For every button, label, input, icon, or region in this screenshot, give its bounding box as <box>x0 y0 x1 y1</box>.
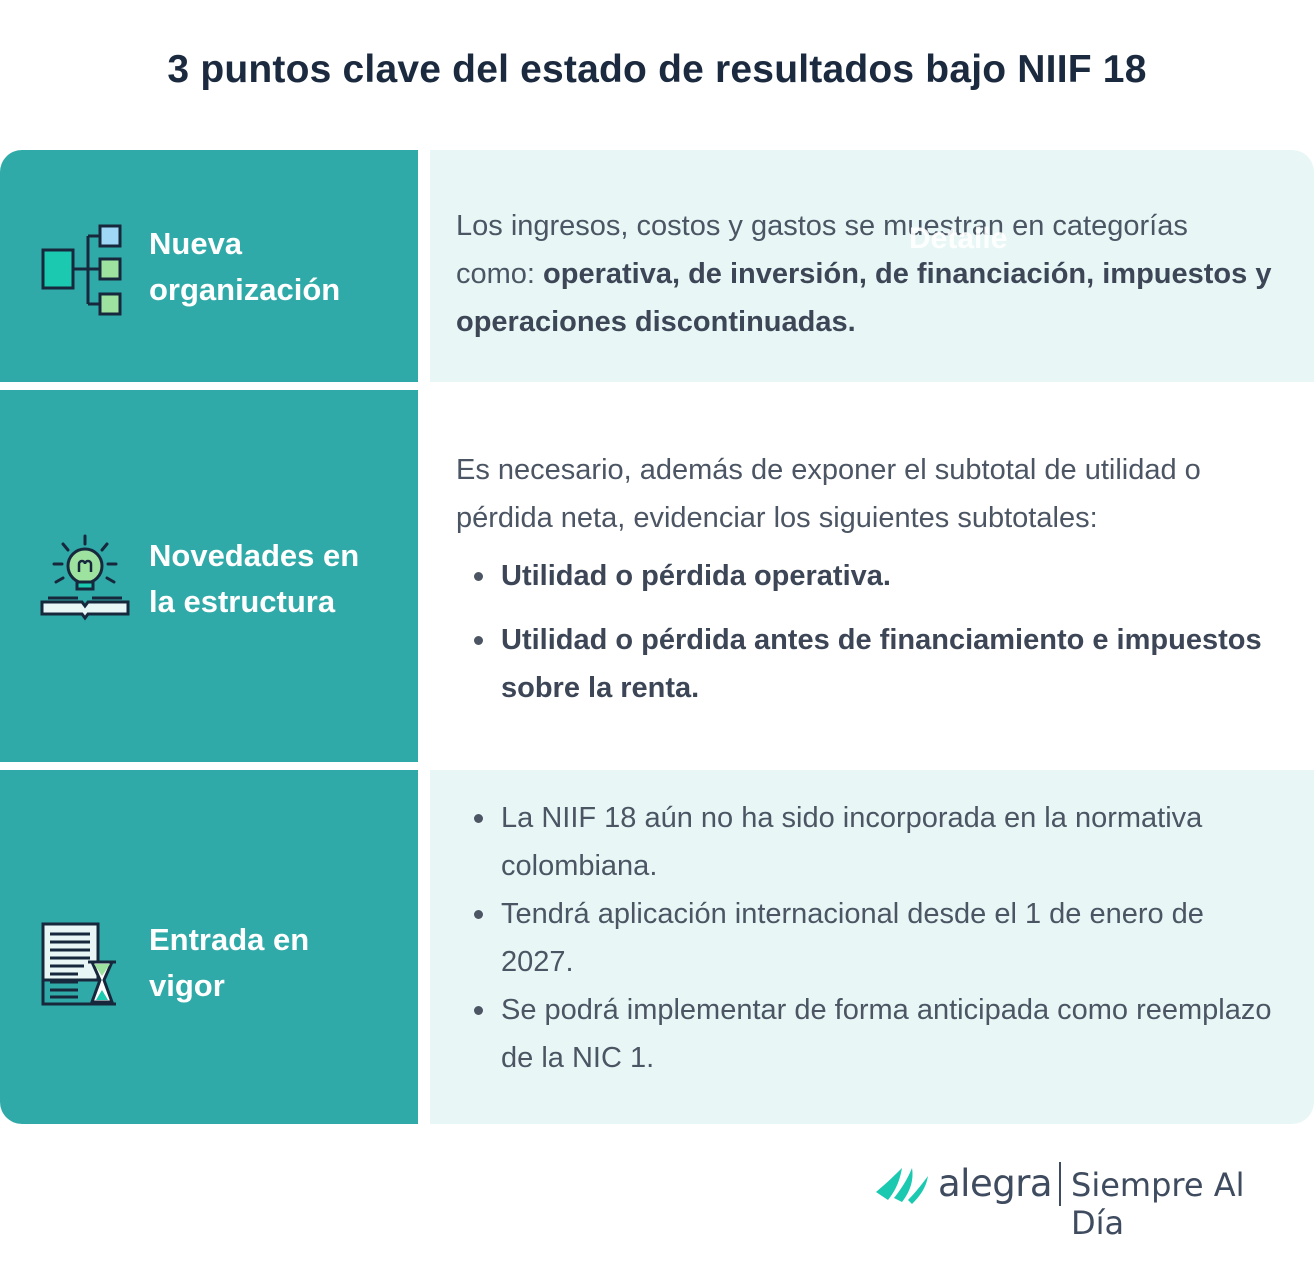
page-title: 3 puntos clave del estado de resultados … <box>167 48 1147 91</box>
table-row: Entrada en vigor La NIIF 18 aún no ha si… <box>0 770 1314 1124</box>
list-item: Se podrá implementar de forma anticipada… <box>474 986 1274 1082</box>
row-detail-text: La NIIF 18 aún no ha sido incorporada en… <box>456 794 1274 1082</box>
tagline: Siempre Al Día <box>1071 1166 1245 1242</box>
organization-chart-icon <box>38 222 126 323</box>
brand-name: alegra <box>938 1162 1053 1205</box>
list-item: La NIIF 18 aún no ha sido incorporada en… <box>474 794 1274 890</box>
list-item: Utilidad o pérdida antes de financiamien… <box>474 616 1274 712</box>
footer-brand: alegra Siempre Al Día <box>874 1160 1304 1242</box>
row-detail-cell <box>430 150 1314 382</box>
row-detail-text: Los ingresos, costos y gastos se muestra… <box>456 210 1272 338</box>
key-points-table: Nueva organización Los ingresos, costos … <box>0 150 1314 1124</box>
bullet-list: La NIIF 18 aún no ha sido incorporada en… <box>456 794 1274 1082</box>
column-header-ghost: Detalle <box>909 222 1008 255</box>
row-label: Nueva organización <box>149 226 341 307</box>
list-item: Utilidad o pérdida operativa. <box>474 552 1274 600</box>
alegra-logo-icon <box>874 1162 932 1211</box>
document-hourglass-icon <box>38 920 122 1015</box>
bullet-list: Utilidad o pérdida operativa. Utilidad o… <box>456 552 1274 712</box>
row-label: Novedades en la estructura <box>149 538 360 619</box>
lightbulb-book-icon <box>38 532 134 633</box>
row-label-cell: Nueva organización <box>0 150 418 382</box>
row-detail-cell <box>430 390 1314 762</box>
table-row: Novedades en la estructura Es necesario,… <box>0 390 1314 762</box>
row-label-cell: Novedades en la estructura <box>0 390 418 762</box>
row-detail-text: Es necesario, además de exponer el subto… <box>456 446 1274 712</box>
row-label: Entrada en vigor <box>149 922 310 1003</box>
table-row: Nueva organización Los ingresos, costos … <box>0 150 1314 382</box>
list-item: Tendrá aplicación internacional desde el… <box>474 890 1274 986</box>
row-label-cell: Entrada en vigor <box>0 770 418 1124</box>
divider <box>1059 1162 1061 1206</box>
row-detail-cell <box>430 770 1314 1124</box>
